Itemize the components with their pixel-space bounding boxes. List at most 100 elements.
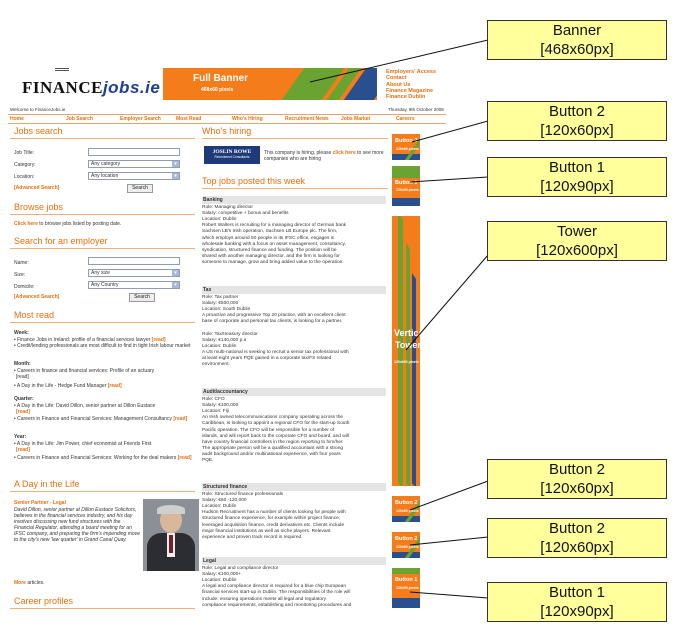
hiring-text: This company is hiring, please [264,150,332,156]
nav-careers[interactable]: Careers [396,116,415,122]
job-line: financial services start-up in Dublin. T… [202,590,351,596]
job-line: have country financial controllers in th… [202,439,344,445]
most-read-item[interactable]: A Day in the Life: Jim Power, chief econ… [16,441,152,447]
job-line: syndication, structured finance and fund… [202,247,337,253]
button1-ad-top[interactable]: Button 1 120x90 pixels [392,166,420,206]
job-title-input[interactable] [88,148,180,156]
nav-recruitment-news[interactable]: Recruitment News [285,116,329,122]
top-links: Employers' Access Contact About Us Finan… [386,69,436,100]
job-line: Role: Legal and compliance director [202,566,279,571]
most-read-item[interactable]: Careers in finance and financial service… [17,368,155,374]
domicile-select[interactable]: Any Country▾ [88,281,180,289]
quarter-label: Quarter: [14,396,34,402]
ad-title: Button 2 [395,536,418,542]
employer-name-input[interactable] [88,257,180,265]
joslin-rowe-logo[interactable]: JOSLIN ROWE Recruitment Consultants [204,146,260,164]
location-label: Location: [14,174,35,180]
job-search-button[interactable]: Search [127,184,153,193]
button2-ad-mid[interactable]: Button 2 120x60 pixels [392,496,420,522]
job-line: Salary: €500,000 [202,301,239,307]
hiring-link[interactable]: click here [332,150,356,156]
job-line: Location: Dublin [202,504,237,510]
job-line: The appropriate person will be a qualifi… [202,445,344,451]
most-read-item[interactable]: Careers in Finance and Financial Service… [17,416,172,422]
read-link[interactable]: [read] [177,455,192,461]
ad-title: Button 1 [395,577,418,583]
job-line: Role: Tax/treasury director [202,331,258,337]
button1-ad-bottom[interactable]: Button 1 120x90 pixels [392,568,420,608]
job-line: Sachsen LB's Irish operation, Sachsen LB… [202,229,338,235]
site-logo[interactable]: FINANCEjobs.ie [22,78,160,98]
day-in-life-heading: A Day in the Life [14,479,80,489]
callout-button2-top: Button 2[120x60px] [487,101,667,141]
link-finance-magazine[interactable]: Finance Magazine [386,87,434,94]
job-line: major financial institutions as well as … [202,528,331,534]
nav-job-search[interactable]: Job Search [66,116,93,122]
job-advanced-search-link[interactable]: [Advanced Search] [14,185,60,191]
tower-title-1: Vertical [394,328,420,338]
job-title-label: Job Title: [14,150,35,156]
browse-jobs-text: to browse jobs listed by posting date. [39,221,122,227]
job-line: wholesale banking with a focus on asset … [202,241,346,247]
size-select[interactable]: Any size▾ [88,269,180,277]
day-in-life-text: David Dillon, senior partner at Dillon E… [14,507,140,543]
link-contact[interactable]: Contact [386,75,407,82]
read-link[interactable]: [read] [16,374,29,380]
ad-size: 120x60 pixels [396,509,419,513]
link-finance-dublin[interactable]: Finance Dublin [386,94,426,101]
tower-title-2: Tower [395,340,420,350]
vertical-tower-ad[interactable]: Vertical Tower 120x600 pixels [392,216,420,486]
browse-jobs-link[interactable]: Click here [14,221,38,227]
job-section-heading: Structured finance [202,483,386,491]
job-line: someone to manage, grow and bring added … [202,259,344,265]
category-select[interactable]: Any category▾ [88,160,180,168]
location-select[interactable]: Any location▾ [88,172,180,180]
read-link[interactable]: [read] [16,447,30,453]
more-articles-link[interactable]: More [14,580,26,586]
job-line: Location: Dublin [202,578,237,584]
most-read-item[interactable]: Careers in Finance and Financial Service… [17,455,177,461]
top-jobs-heading: Top jobs posted this week [202,176,306,186]
nav-home[interactable]: Home [10,116,24,122]
ad-title: Button 2 [395,500,418,506]
job-line: Role: Tax partner [202,295,239,300]
most-read-item[interactable]: A Day in the Life: David Dillon, senior … [16,403,156,409]
most-read-item[interactable]: Credit/lending professionals are most di… [17,343,191,349]
job-section-heading: Audit/accountancy [202,388,386,396]
nav-jobs-market[interactable]: Jobs Market [341,116,371,122]
category-value: Any category [91,161,121,167]
employer-advanced-search-link[interactable]: [Advanced Search] [14,294,60,300]
job-section-heading: Tax [202,286,386,294]
nav-whos-hiring[interactable]: Who's Hiring [232,116,263,122]
button2-ad-top[interactable]: Button 2 120x60 pixels [392,134,420,160]
full-banner-ad[interactable]: Full Banner 468x60 pixels [163,68,377,100]
job-line: A proactive and progressive Top 20 pract… [202,313,346,319]
job-line: An Irish owned telecommunications compan… [202,415,344,421]
job-line: Hudson Recruitment has a number of clien… [202,510,346,516]
employer-search-heading: Search for an employer [14,236,108,246]
job-line: structured finance experience, for examp… [202,516,341,522]
button2-ad-low[interactable]: Button 2 120x60 pixels [392,532,420,558]
ad-title: Button 1 [395,180,418,186]
ad-title: Button 2 [395,138,418,144]
employer-search-button[interactable]: Search [129,293,155,302]
read-link[interactable]: [read] [151,337,166,343]
most-read-item[interactable]: Finance Jobs in Ireland: profile of a fi… [17,337,151,343]
job-line: Role: Managing director [202,205,253,210]
ad-size: 120x90 pixels [396,586,419,590]
banner-title: Full Banner [193,73,249,84]
link-about-us[interactable]: About Us [386,81,411,88]
link-employers-access[interactable]: Employers' Access [386,69,437,75]
portrait-photo [143,499,199,571]
day-in-life-title[interactable]: Senior Partner - Legal [14,500,66,506]
nav-employer-search[interactable]: Employer Search [120,116,161,122]
read-link[interactable]: [read] [107,383,122,389]
most-read-item[interactable]: A Day in the Life - Hedge Fund Manager [16,383,107,389]
banner-size: 468x60 pixels [201,87,234,93]
nav-most-read[interactable]: Most Read [176,116,202,122]
read-link[interactable]: [read] [16,409,30,415]
welcome-text: Welcome to FinanceJobs.ie [10,107,66,112]
callout-banner: Banner[468x60px] [487,20,667,60]
job-section-heading: Legal [202,557,386,565]
read-link[interactable]: [read] [173,416,188,422]
